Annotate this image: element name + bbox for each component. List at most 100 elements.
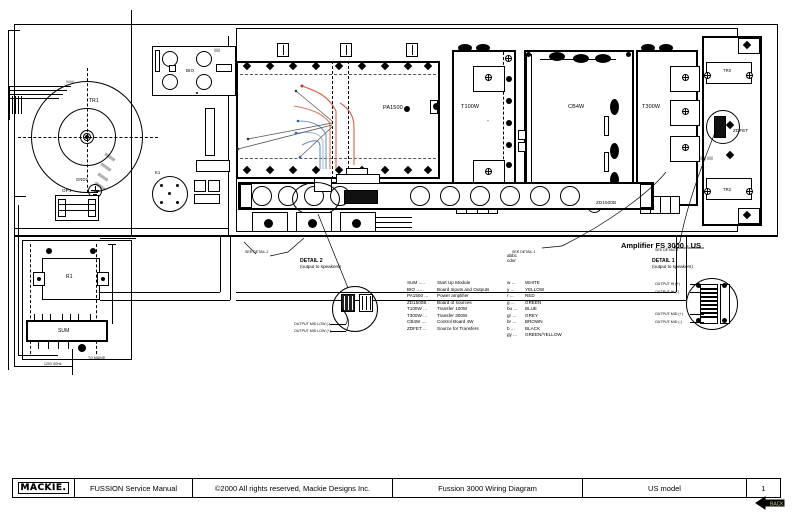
detail-2-subtitle: (output to speakers) [300,264,341,269]
left-harness-bottom-2 [18,355,58,356]
back-button-label: BACK [770,502,784,508]
detail-1-group: DETAIL 1 (output to speakers) [652,258,693,269]
sub-board-1-device [264,219,273,228]
legend-color-name-0: WHITE [525,280,540,285]
detail-1-fin-8 [701,316,717,318]
detail-1-lug-tl [696,283,701,288]
tr1-lead-bus-4 [18,96,19,114]
legend-color-dots-4: ... [513,306,518,312]
sum-pin-t6 [78,314,79,321]
t300w-term-div-3 [670,196,671,214]
legend-abbr-row: BIO ......Board Inputs and Outputs [407,287,489,294]
detail-2-slot-3 [352,296,353,310]
t100w-mount-1 [505,55,512,62]
tr1-axis-h [18,137,158,138]
k1-pin-5 [168,192,171,195]
tr1-lead-bus-2 [12,96,13,114]
legend-abbr-dots-7: ... [423,325,427,331]
sum-to-right-bus-2 [100,300,230,301]
main-lower-rail [236,300,686,301]
fuse-block-1 [194,180,206,192]
cb4w-cap-1 [549,52,565,61]
legend-color-list: w ...WHITE y ...YELLOW r ...RED g ...GRE… [507,280,562,339]
legend-abbr-desc-0: Start Up Module [437,280,471,285]
detail-2-slot-2 [348,296,349,310]
detail-1-fin-5 [701,304,717,306]
sum-drop-wire [72,349,73,375]
legend-abbr-code-5: T300W [407,312,422,318]
r1-axis-right [96,244,97,354]
legend-abbreviation-list: SUM .....Start Up Module BIO ......Board… [407,280,489,332]
bio-jack-3 [162,74,178,90]
k1-connector [152,176,188,212]
pa1500-center-axis-2 [348,61,349,179]
legend-color-code-6: br [507,319,512,325]
legend-color-header: abbccdor [507,253,525,263]
legend-color-name-7: BLACK [525,325,541,331]
legend-abbr-code-3: ZD1500B [407,299,427,305]
bio-connector-left [155,50,160,72]
legend-color-dots-6: ... [512,319,517,325]
t300w-term-div-2 [660,196,661,214]
bio-jack-2 [196,51,212,67]
legend-color-name-5: GREY [525,312,539,318]
sum-pin-b4 [68,342,69,349]
t100w-cap-1 [458,44,472,52]
legend-color-dots-2: ... [509,293,514,299]
t100w-label: T100W [461,104,480,110]
tr2-label: TR2 [723,187,732,192]
page-left-border [8,30,9,370]
op1-wire-1 [58,204,96,205]
legend-color-dots-7: ... [510,325,515,331]
zd1500b-label: ZD1500B [596,200,617,205]
sum-pin-t5 [70,314,71,321]
legend-abbr-desc-2: Power amplifier [437,293,469,299]
legend-color-code-0: w [507,280,511,285]
bio-ic [169,65,176,72]
tr1-lead-4 [9,98,59,99]
left-harness-bus-2 [18,205,19,355]
legend-abbr-desc-5: Transfer 300W [437,312,468,318]
detail-2-group: DETAIL 2 (output to speakers) [300,258,341,269]
left-harness-bus [14,196,15,366]
terminal-strip-left [196,160,230,172]
sum-pin-t3 [50,314,51,321]
zdfet-label: ZDFET [733,128,749,133]
rail-riser-right-2 [676,236,677,292]
back-button[interactable]: BACK [755,496,785,510]
sub-board-3-device [352,219,361,228]
cb4w-mount-tr [626,52,631,57]
detail-1-fin-7 [701,312,717,314]
pa1500-heatsink-bot-line [240,158,436,159]
legend-color-name-1: YELLOW [525,286,545,292]
back-arrow-icon[interactable]: BACK [755,496,785,510]
zd1500b-cap-7 [470,186,490,206]
detail-2-callout-1: OUTPUT MID LOW (+) [294,329,331,333]
footer-copyright: ©2000 All rights reserved, Mackie Design… [193,479,393,497]
legend-color-name-6: BROWN [525,319,543,325]
cb4w-connector-left-2 [518,142,526,152]
legend-abbr-desc-3: Board of sources [437,299,472,305]
sub-board-2-device [308,219,317,228]
see-detail-2-callout: SEE DETAIL 2 [245,250,269,254]
legend-color-code-8: gy [507,332,512,338]
detail-2-title: DETAIL 2 [300,258,323,264]
cb4w-cap-5 [610,143,619,159]
cb4w-edge-strip [526,54,532,202]
zd1500b-cap-5 [410,186,430,206]
zdfet-zoom-circle [706,110,740,144]
detail-1-fin-6 [701,308,717,310]
legend-abbr-row: ZD1500B .Board of sources [407,300,489,307]
see-detail-1-leader-mid [541,172,667,249]
gnd1-label: GND1 [76,177,89,182]
gnd1-bar-3 [93,194,97,195]
heatsink-strip [205,108,215,156]
legend-abbr-dots-6: .... [421,319,427,325]
page-left-border-top [8,30,20,31]
legend-color-row: bu ...BLUE [507,306,562,313]
k1-label: K1 [155,170,161,175]
legend-abbr-code-2: PA1500 [407,293,424,299]
detail-1-lead-2 [690,314,704,315]
t100w-node-1 [506,76,512,82]
